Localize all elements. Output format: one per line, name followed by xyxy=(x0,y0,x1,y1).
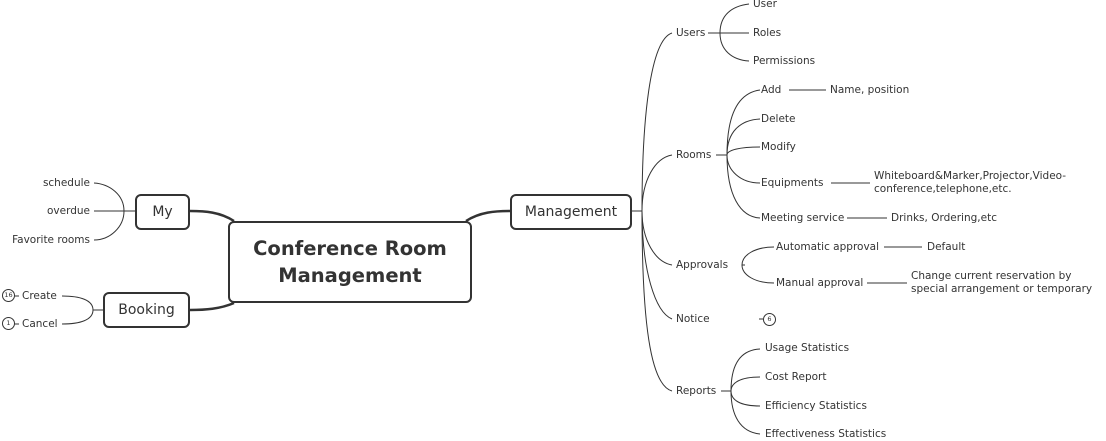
approvals-automatic-detail: Default xyxy=(927,241,966,253)
approvals-manual[interactable]: Manual approval xyxy=(776,277,864,289)
link-root-management xyxy=(465,209,511,223)
users-user[interactable]: User xyxy=(753,0,777,10)
my-favorite-rooms[interactable]: Favorite rooms xyxy=(12,234,90,246)
subtopic-users[interactable]: Users xyxy=(676,27,706,39)
my-schedule[interactable]: schedule xyxy=(42,177,90,189)
link-mgmt-notice xyxy=(641,210,673,320)
root-topic[interactable]: Conference Room Management xyxy=(228,221,472,303)
rooms-equipments[interactable]: Equipments xyxy=(761,177,824,189)
rooms-meeting-service[interactable]: Meeting service xyxy=(761,212,845,224)
rooms-equipments-detail: Whiteboard&Marker,Projector,Video-confer… xyxy=(874,170,1067,195)
rooms-add-detail: Name, position xyxy=(830,84,910,96)
link-rooms-modify xyxy=(726,146,761,156)
subtopic-rooms[interactable]: Rooms xyxy=(676,149,712,161)
link-reports-effectiveness xyxy=(730,390,761,435)
link-users-permissions xyxy=(719,32,750,62)
link-reports-efficiency xyxy=(730,390,761,407)
link-approvals-manual xyxy=(741,264,775,284)
booking-create[interactable]: Create xyxy=(22,290,57,302)
link-users-user xyxy=(708,3,750,34)
link-approvals-auto xyxy=(741,246,775,266)
topic-booking[interactable]: Booking xyxy=(103,292,190,328)
link-mgmt-rooms xyxy=(641,154,673,212)
rooms-delete[interactable]: Delete xyxy=(761,113,796,125)
topic-my[interactable]: My xyxy=(135,194,190,230)
link-rooms-add xyxy=(716,89,761,156)
subtopic-reports[interactable]: Reports xyxy=(676,385,717,397)
create-count-badge: 16 xyxy=(2,289,15,302)
approvals-manual-detail: Change current reservation by special ar… xyxy=(911,270,1093,295)
topic-my-label: My xyxy=(152,204,173,220)
my-overdue[interactable]: overdue xyxy=(46,205,90,217)
link-my-schedule xyxy=(93,182,135,212)
link-mgmt-approvals xyxy=(641,210,673,266)
subtopic-approvals[interactable]: Approvals xyxy=(676,259,729,271)
notice-count-badge: 6 xyxy=(763,313,776,326)
link-mgmt-reports xyxy=(641,210,673,392)
rooms-modify[interactable]: Modify xyxy=(761,141,796,153)
users-roles[interactable]: Roles xyxy=(753,27,782,39)
reports-efficiency-statistics[interactable]: Efficiency Statistics xyxy=(765,400,867,412)
link-my-favorite xyxy=(93,210,125,241)
reports-usage-statistics[interactable]: Usage Statistics xyxy=(765,342,850,354)
link-rooms-delete xyxy=(726,118,761,156)
rooms-meeting-service-detail: Drinks, Ordering,etc xyxy=(891,212,997,224)
topic-management[interactable]: Management xyxy=(510,194,632,230)
topic-booking-label: Booking xyxy=(118,302,175,318)
link-root-my xyxy=(189,209,235,223)
reports-cost-report[interactable]: Cost Report xyxy=(765,371,827,383)
subtopic-notice[interactable]: Notice xyxy=(676,313,710,325)
link-rooms-meeting xyxy=(726,154,761,219)
link-booking-cancel xyxy=(61,309,94,325)
link-reports-cost xyxy=(730,376,761,392)
link-rooms-equipments xyxy=(726,154,761,184)
link-reports-usage xyxy=(721,348,761,392)
rooms-add[interactable]: Add xyxy=(761,84,782,96)
link-mgmt-users xyxy=(632,32,673,212)
reports-effectiveness-statistics[interactable]: Effectiveness Statistics xyxy=(765,428,887,440)
link-booking-create xyxy=(61,295,103,311)
booking-cancel[interactable]: Cancel xyxy=(22,318,58,330)
topic-management-label: Management xyxy=(524,204,618,220)
approvals-automatic[interactable]: Automatic approval xyxy=(776,241,880,253)
link-root-booking xyxy=(189,301,235,312)
root-topic-label: Conference Room Management xyxy=(253,237,447,287)
users-permissions[interactable]: Permissions xyxy=(753,55,816,67)
cancel-count-badge: 1 xyxy=(2,317,15,330)
